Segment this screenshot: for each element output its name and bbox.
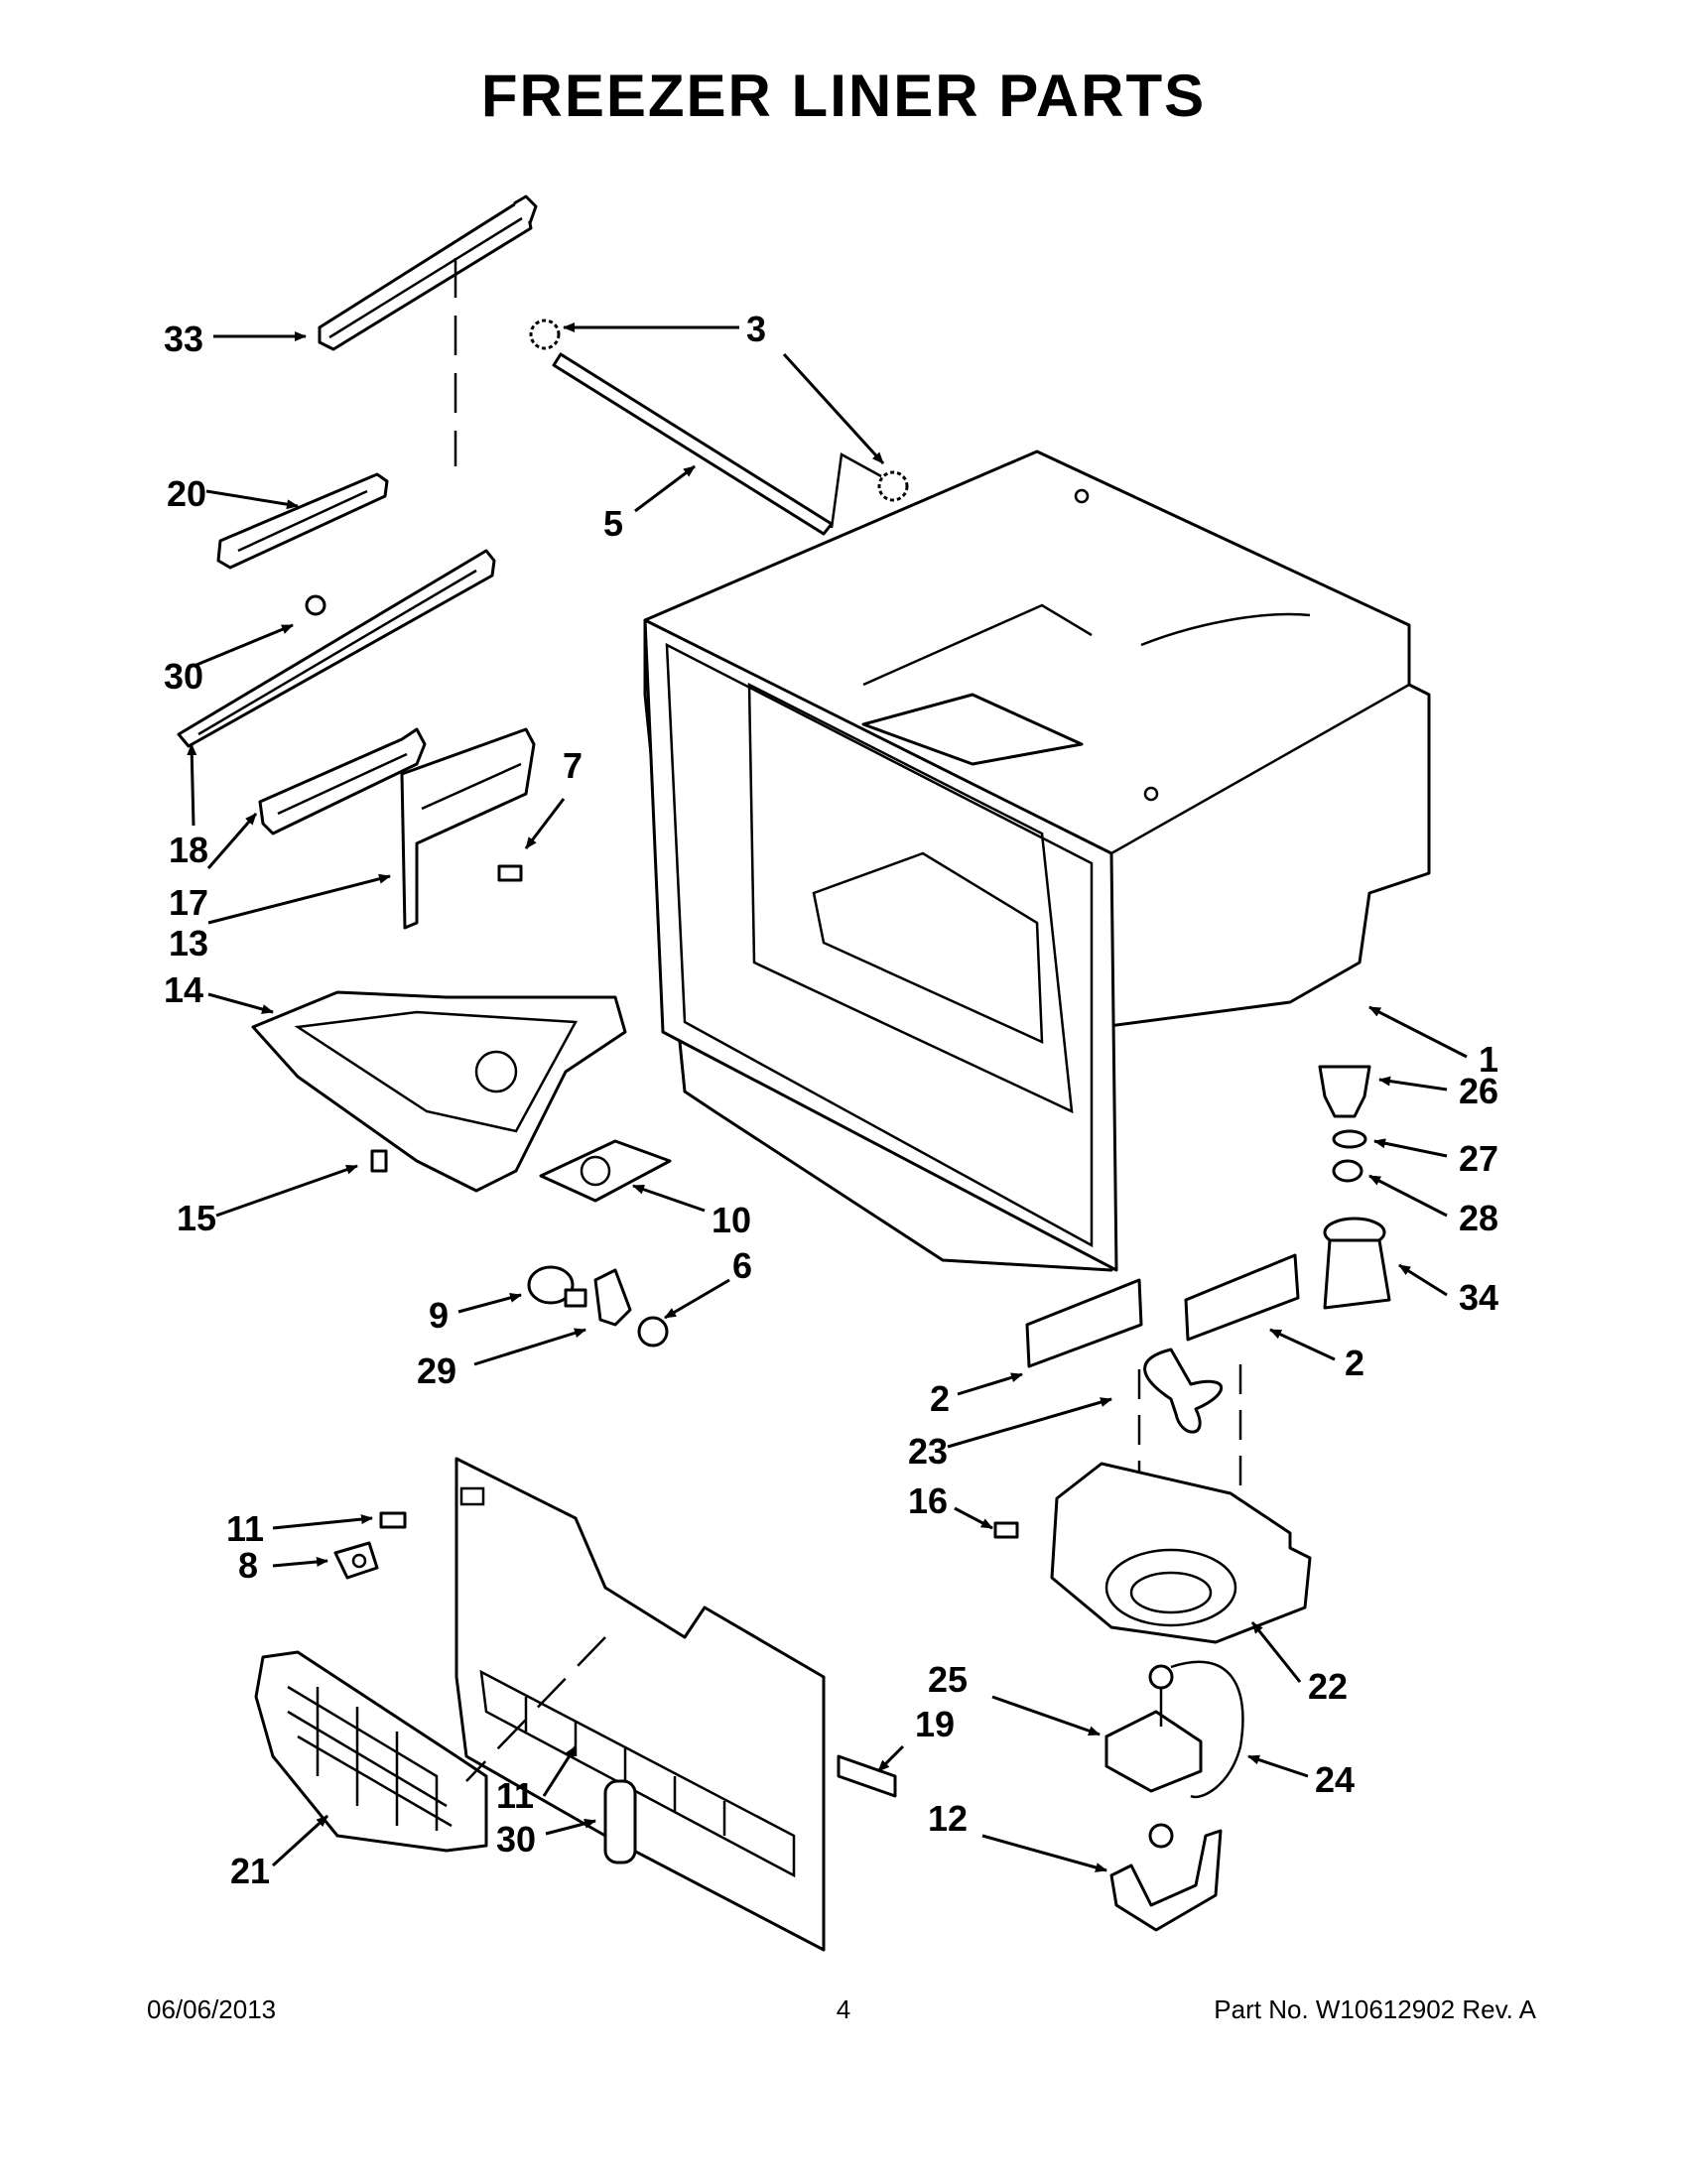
callout-3: 3 xyxy=(746,309,766,349)
part-14-housing xyxy=(251,990,627,1193)
part-8-screw xyxy=(497,864,523,882)
callout-14: 14 xyxy=(164,969,203,1010)
part-15-bracket xyxy=(1109,1823,1223,1932)
callout-21: 20 xyxy=(167,473,206,514)
callout-20: 19 xyxy=(915,1704,955,1744)
callout-23: 22 xyxy=(1308,1666,1348,1707)
part-slide-rail xyxy=(177,549,496,748)
part-23-fan-housing xyxy=(1050,1462,1312,1644)
callout-10: 10 xyxy=(712,1200,751,1240)
part-29-grommet xyxy=(1332,1159,1363,1183)
callout-27: 26 xyxy=(1459,1071,1498,1111)
callout-9: 9 xyxy=(429,1295,449,1336)
callout-2-left: 2 xyxy=(930,1378,950,1419)
footer-part-number: Part No. W10612902 Rev. A xyxy=(1214,1994,1536,2024)
callout-1: 1 xyxy=(1479,1039,1498,1080)
part-32-socket xyxy=(593,1268,632,1327)
footer-page-number: 4 xyxy=(836,1994,851,2024)
callout-5: 5 xyxy=(603,503,623,544)
part-21-slide-bracket xyxy=(216,472,389,570)
page-title: FREEZER LINER PARTS xyxy=(480,63,1207,129)
part-31-screw xyxy=(305,594,326,616)
part-1-freezer-liner xyxy=(643,450,1431,1272)
callout-24: 23 xyxy=(908,1431,948,1472)
part-2-foam-left xyxy=(1025,1278,1143,1368)
part-13-bracket xyxy=(400,727,536,930)
part-16-switch xyxy=(370,1149,388,1173)
callout-16: 15 xyxy=(177,1198,216,1238)
part-5-shaft xyxy=(552,352,834,536)
callout-15: 12 xyxy=(928,1798,968,1839)
part-9-bulb xyxy=(527,1265,587,1308)
part-11-panel xyxy=(454,1457,826,1952)
callout-34: 34 xyxy=(1459,1277,1498,1318)
part-3-gear-right xyxy=(877,470,909,502)
callout-8: 7 xyxy=(563,745,583,786)
part-17-screw xyxy=(993,1521,1019,1539)
callout-12: 11 xyxy=(226,1508,264,1549)
part-20-strip xyxy=(837,1754,897,1798)
part-12-screw xyxy=(379,1511,407,1529)
part-30-cover xyxy=(603,1779,637,1864)
callout-13: 13 xyxy=(169,923,208,964)
callout-32: 29 xyxy=(417,1350,456,1391)
callout-18: 17 xyxy=(169,882,208,923)
callout-33: 33 xyxy=(164,319,203,359)
footer-date: 06/06/2013 xyxy=(147,1994,277,2024)
callout-6: 6 xyxy=(732,1245,752,1286)
part-26-motor xyxy=(1104,1664,1203,1793)
callout-22: 21 xyxy=(230,1851,270,1891)
part-3-gear-left xyxy=(529,319,561,350)
part-34-duct xyxy=(1323,1217,1391,1310)
part-22-grille xyxy=(254,1650,488,1853)
part-2-foam-right xyxy=(1184,1253,1300,1342)
part-24-fan-blade xyxy=(1137,1348,1242,1528)
callout-29: 28 xyxy=(1459,1198,1498,1238)
callout-31: 30 xyxy=(164,656,203,697)
callout-11: 11 xyxy=(496,1775,534,1816)
part-28-oring xyxy=(1332,1129,1367,1149)
callout-7: 8 xyxy=(238,1545,258,1586)
part-33-rail xyxy=(318,194,538,351)
part-7-switch xyxy=(333,1541,379,1580)
callout-labels: 33 3 5 20 30 18 17 13 7 14 15 10 6 9 29 … xyxy=(164,309,1498,1891)
part-18-bracket xyxy=(258,727,427,835)
callout-19: 18 xyxy=(169,830,208,870)
part-6-holder xyxy=(637,1316,669,1348)
callout-leaders xyxy=(187,322,1468,1872)
callout-28: 27 xyxy=(1459,1138,1498,1179)
part-27-cap xyxy=(1318,1065,1371,1118)
callout-17: 16 xyxy=(908,1480,948,1521)
callout-2-right: 2 xyxy=(1345,1343,1364,1383)
part-10-foam xyxy=(539,1139,672,1203)
callout-30: 30 xyxy=(496,1819,536,1860)
callout-26: 25 xyxy=(928,1659,968,1700)
callout-25: 24 xyxy=(1315,1759,1355,1800)
part-25-wire xyxy=(1170,1660,1244,1799)
